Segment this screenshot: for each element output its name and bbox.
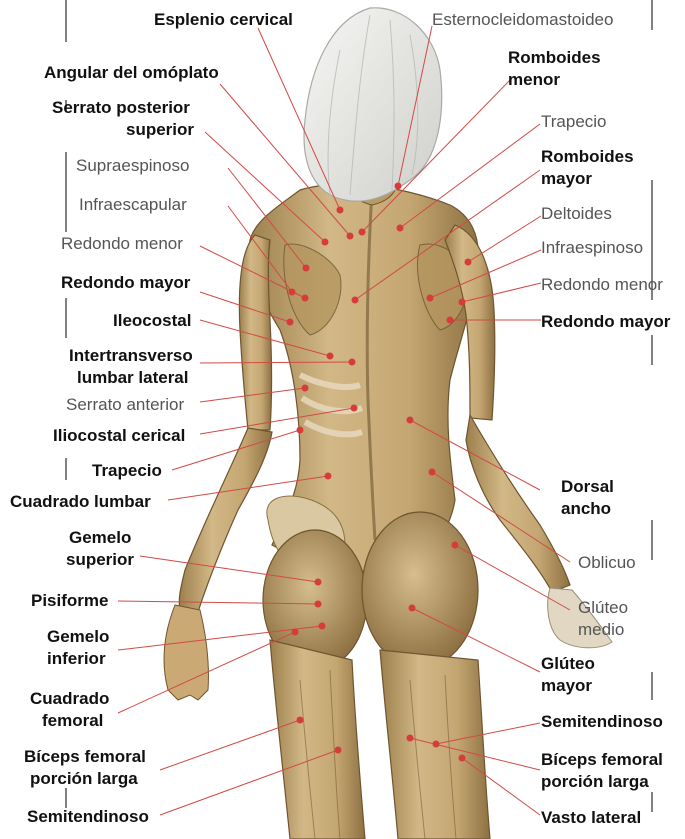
label-gemelo-inferior-line2: inferior [47, 648, 106, 669]
label-gluteo-medio-line2: medio [578, 619, 624, 640]
left-hand [164, 605, 208, 700]
label-semitendinoso-left: Semitendinoso [27, 806, 149, 827]
label-serrato-posterior-line1: Serrato posterior [52, 97, 190, 118]
label-vasto-lateral: Vasto lateral [541, 807, 641, 828]
label-iliocostal-cerical: Iliocostal cerical [53, 425, 185, 446]
label-cuadrado-femoral-line1: Cuadrado [30, 688, 109, 709]
label-trapecio-left: Trapecio [92, 460, 162, 481]
label-esplenio-cervical: Esplenio cervical [154, 9, 293, 30]
label-pisiforme: Pisiforme [31, 590, 108, 611]
label-serrato-anterior: Serrato anterior [66, 394, 184, 415]
label-supraespinoso: Supraespinoso [76, 155, 189, 176]
label-romboides-menor-line2: menor [508, 69, 560, 90]
label-gluteo-medio-line1: Glúteo [578, 597, 628, 618]
left-forearm [179, 428, 272, 612]
label-oblicuo: Oblicuo [578, 552, 636, 573]
label-redondo-mayor-left: Redondo mayor [61, 272, 190, 293]
label-angular-omoplato: Angular del omóplato [44, 62, 219, 83]
label-gemelo-superior-line1: Gemelo [69, 527, 131, 548]
label-gluteo-mayor-line2: mayor [541, 675, 592, 696]
label-ileocostal: Ileocostal [113, 310, 191, 331]
label-biceps-left-line1: Bíceps femoral [24, 746, 146, 767]
right-forearm [466, 415, 570, 592]
label-semitendinoso-right: Semitendinoso [541, 711, 663, 732]
hair [304, 8, 442, 202]
label-intertransverso-line1: Intertransverso [69, 345, 193, 366]
label-redondo-menor-left: Redondo menor [61, 233, 183, 254]
label-romboides-menor-line1: Romboides [508, 47, 601, 68]
label-dorsal-ancho-line2: ancho [561, 498, 611, 519]
label-intertransverso-line2: lumbar lateral [77, 367, 189, 388]
label-gluteo-mayor-line1: Glúteo [541, 653, 595, 674]
label-deltoides: Deltoides [541, 203, 612, 224]
left-thigh [270, 640, 365, 839]
label-biceps-left-line2: porción larga [30, 768, 138, 789]
label-serrato-posterior-line2: superior [126, 119, 194, 140]
label-biceps-right-line2: porción larga [541, 771, 649, 792]
label-trapecio-right: Trapecio [541, 111, 607, 132]
label-gemelo-inferior-line1: Gemelo [47, 626, 109, 647]
label-romboides-mayor-line1: Romboides [541, 146, 634, 167]
gluteus-right [362, 512, 478, 668]
label-redondo-mayor-right: Redondo mayor [541, 311, 670, 332]
label-infraescapular: Infraescapular [79, 194, 187, 215]
label-romboides-mayor-line2: mayor [541, 168, 592, 189]
label-gemelo-superior-line2: superior [66, 549, 134, 570]
label-cuadrado-femoral-line2: femoral [42, 710, 103, 731]
label-biceps-right-line1: Bíceps femoral [541, 749, 663, 770]
label-dorsal-ancho-line1: Dorsal [561, 476, 614, 497]
label-cuadrado-lumbar: Cuadrado lumbar [10, 491, 151, 512]
label-infraespinoso: Infraespinoso [541, 237, 643, 258]
label-esternocleidomastoideo: Esternocleidomastoideo [432, 9, 613, 30]
label-redondo-menor-right: Redondo menor [541, 274, 663, 295]
